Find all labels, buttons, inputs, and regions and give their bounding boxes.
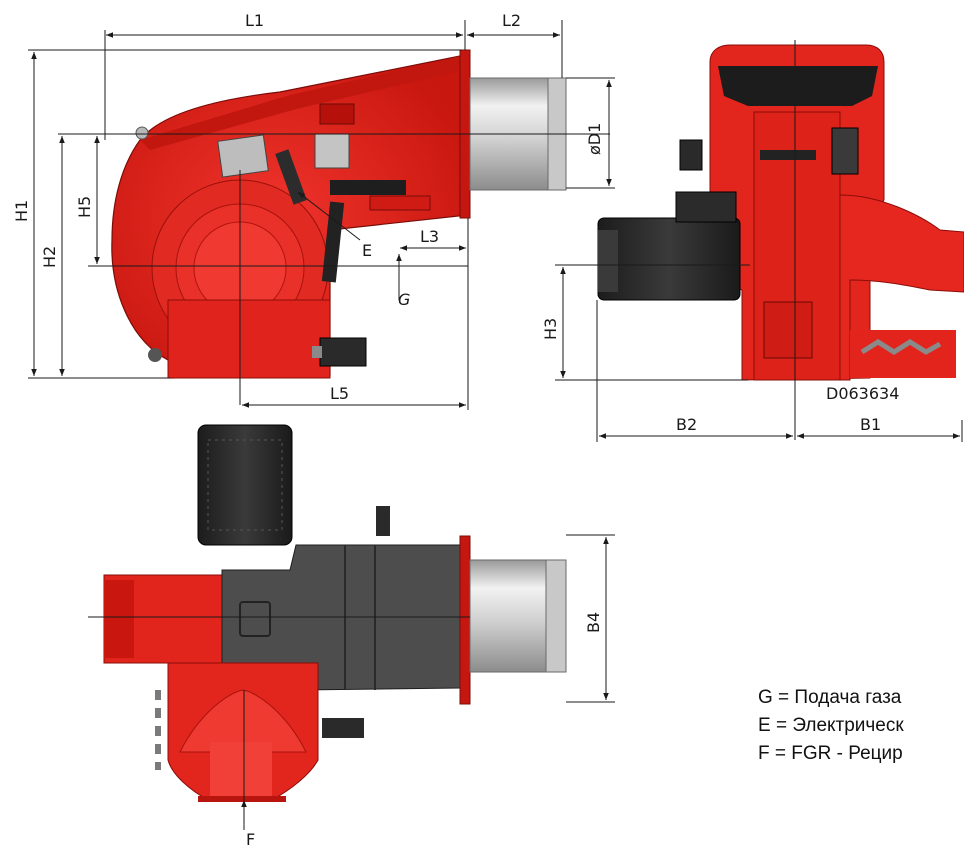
- top-view-motor-fins: [207, 439, 283, 531]
- front-view-motor-cap: [598, 230, 618, 292]
- front-view-gas-handles: [860, 339, 942, 355]
- dim-label-B2: B2: [676, 415, 697, 434]
- side-view-label-plate: [319, 103, 355, 125]
- side-view-panel-left: [217, 134, 269, 178]
- callout-E-leader: [297, 191, 361, 241]
- top-view-fgr-cone: [179, 689, 307, 753]
- side-view: [111, 49, 567, 379]
- legend-item-gas: G = Подача газа: [758, 687, 902, 708]
- side-view-centerlines: [28, 20, 615, 410]
- dim-label-H5: H5: [75, 196, 94, 218]
- front-view-column-panel: [763, 301, 813, 359]
- dim-label-D1: øD1: [585, 123, 604, 155]
- front-view-fgr-duct: [839, 194, 964, 381]
- legend-item-electrical: E = Электрическ: [758, 715, 904, 736]
- top-view-left-cap: [104, 580, 134, 658]
- dim-label-B1: B1: [860, 415, 881, 434]
- dim-label-H3: H3: [541, 318, 560, 340]
- top-view-tube-tip: [545, 559, 567, 673]
- side-view-bolt: [135, 126, 149, 140]
- callout-E-label: E: [362, 241, 372, 260]
- front-view-label: [760, 150, 816, 160]
- top-view-center-panel: [239, 601, 271, 637]
- dim-label-L3: L3: [420, 227, 439, 246]
- side-view-valve: [319, 337, 367, 367]
- top-view-valve: [322, 718, 364, 738]
- front-view-centerlines: [555, 40, 963, 442]
- drawing-code: D063634: [826, 384, 899, 403]
- dim-label-L2: L2: [502, 11, 521, 30]
- front-view: [597, 44, 964, 381]
- side-view-valve-neck: [312, 346, 322, 358]
- top-view-flange: [459, 535, 471, 705]
- top-view-gauge: [376, 506, 390, 536]
- top-view-centerlines: [88, 534, 615, 800]
- front-view-lower-right: [850, 330, 956, 378]
- front-view-device-right: [831, 127, 859, 175]
- dim-label-L5: L5: [330, 384, 349, 403]
- front-view-motor-box: [675, 191, 737, 223]
- top-view-fgr-base: [198, 796, 286, 802]
- dim-label-B4: B4: [584, 612, 603, 633]
- side-view-dark-strip: [330, 180, 406, 195]
- top-view-fgr-neck: [210, 742, 272, 798]
- top-view: [103, 424, 567, 802]
- dim-label-L1: L1: [245, 11, 264, 30]
- dim-label-H1: H1: [12, 200, 31, 222]
- front-view-device-left: [679, 139, 703, 171]
- side-view-top-ridge: [140, 55, 465, 150]
- top-view-blast-tube: [469, 559, 561, 673]
- side-view-lower-box: [167, 299, 331, 379]
- side-view-actuator: [275, 149, 307, 205]
- side-view-electrical-strip: [321, 201, 345, 283]
- side-view-foot: [148, 348, 162, 362]
- legend-item-fgr: F = FGR - Рецир: [758, 743, 903, 764]
- side-view-gas-port: [369, 195, 431, 211]
- top-view-motor: [197, 424, 293, 546]
- side-view-panel-right: [314, 133, 350, 169]
- callout-G-label: G: [398, 290, 410, 309]
- front-view-top-dark: [718, 66, 878, 106]
- front-view-motor: [597, 217, 741, 301]
- callout-F-label: F: [246, 830, 255, 847]
- dim-label-H2: H2: [40, 246, 59, 268]
